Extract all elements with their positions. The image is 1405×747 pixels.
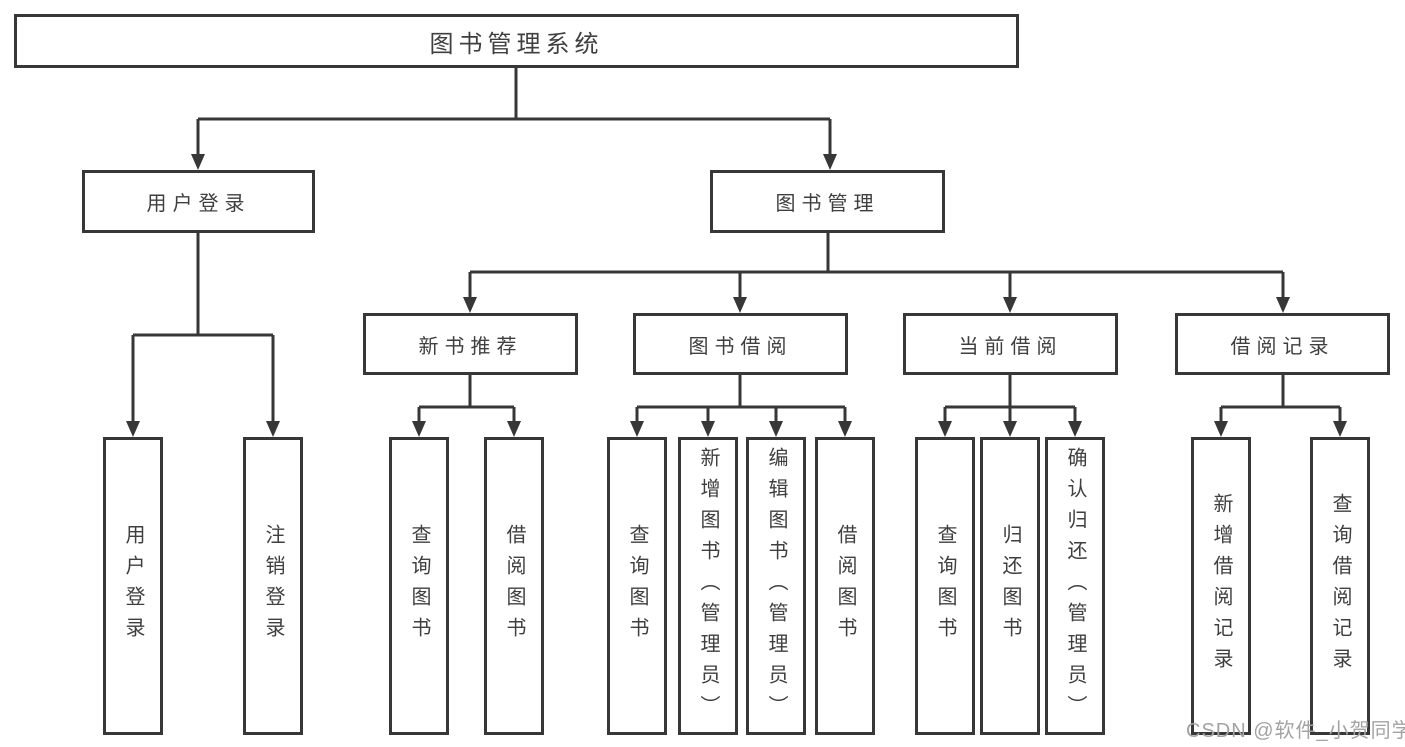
arrow-b4 xyxy=(838,421,852,437)
node-library-system: 图书管理系统 xyxy=(14,14,1019,68)
arrow-d1 xyxy=(1214,421,1228,437)
arrow-b3 xyxy=(769,421,783,437)
arrow-c2 xyxy=(1003,421,1017,437)
node-label: 查询借阅记录 xyxy=(1329,493,1351,679)
leaf-add-borrow-record: 新增借阅记录 xyxy=(1191,437,1251,735)
node-book-borrow: 图书借阅 xyxy=(633,313,848,375)
arrow-c1 xyxy=(938,421,952,437)
leaf-borrow-books-b: 借阅图书 xyxy=(815,437,875,735)
node-label: 新增图书（管理员） xyxy=(697,446,719,726)
leaf-query-books-c: 查询图书 xyxy=(915,437,975,735)
leaf-query-borrow-record: 查询借阅记录 xyxy=(1310,437,1370,735)
node-label: 图书管理 xyxy=(775,193,880,215)
leaf-edit-books-admin: 编辑图书（管理员） xyxy=(746,437,806,735)
arrow-new-book xyxy=(463,297,477,313)
node-label: 查询图书 xyxy=(408,524,430,648)
node-label: 当前借阅 xyxy=(958,335,1063,358)
arrowheads xyxy=(126,154,1347,437)
node-user-login: 用户登录 xyxy=(82,170,315,233)
node-label: 新增借阅记录 xyxy=(1210,493,1232,679)
node-label: 查询图书 xyxy=(934,524,956,648)
edge-strokes xyxy=(131,68,1342,423)
node-label: 借阅记录 xyxy=(1230,335,1335,358)
arrow-leaf-logout xyxy=(266,421,280,437)
leaf-borrow-books-a: 借阅图书 xyxy=(484,437,544,735)
arrow-book-mgmt xyxy=(823,154,837,170)
node-new-book-recommend: 新书推荐 xyxy=(363,313,578,375)
csdn-watermark: CSDN @软件_小贺同学 xyxy=(1186,720,1405,742)
arrow-leaf-login xyxy=(126,421,140,437)
node-label: 新书推荐 xyxy=(418,335,523,358)
node-label: 用户登录 xyxy=(122,524,144,648)
arrow-a1 xyxy=(412,421,426,437)
leaf-add-books-admin: 新增图书（管理员） xyxy=(678,437,738,735)
node-label: 借阅图书 xyxy=(503,524,525,648)
arrow-b1 xyxy=(630,421,644,437)
node-label: 归还图书 xyxy=(999,524,1021,648)
node-label: 借阅图书 xyxy=(834,524,856,648)
leaf-confirm-return-admin: 确认归还（管理员） xyxy=(1045,437,1105,735)
arrow-b2 xyxy=(701,421,715,437)
arrow-d2 xyxy=(1333,421,1347,437)
arrow-borrow-records xyxy=(1276,297,1290,313)
leaf-return-books: 归还图书 xyxy=(980,437,1040,735)
arrow-user-login xyxy=(191,154,205,170)
node-label: 用户登录 xyxy=(146,193,251,215)
node-label: 注销登录 xyxy=(262,524,284,648)
arrow-a2 xyxy=(507,421,521,437)
node-borrow-records: 借阅记录 xyxy=(1175,313,1390,375)
node-book-management: 图书管理 xyxy=(710,170,945,233)
node-label: 确认归还（管理员） xyxy=(1064,446,1086,726)
arrow-c3 xyxy=(1068,421,1082,437)
node-label: 图书管理系统 xyxy=(429,30,604,58)
leaf-logout: 注销登录 xyxy=(243,437,303,735)
node-label: 查询图书 xyxy=(626,524,648,648)
arrow-book-borrow xyxy=(733,297,747,313)
node-current-borrow: 当前借阅 xyxy=(903,313,1118,375)
leaf-query-books-b: 查询图书 xyxy=(607,437,667,735)
leaf-query-books-a: 查询图书 xyxy=(389,437,449,735)
leaf-user-login: 用户登录 xyxy=(103,437,163,735)
arrow-current-borrow xyxy=(1003,297,1017,313)
node-label: 编辑图书（管理员） xyxy=(765,446,787,726)
node-label: 图书借阅 xyxy=(688,335,793,358)
